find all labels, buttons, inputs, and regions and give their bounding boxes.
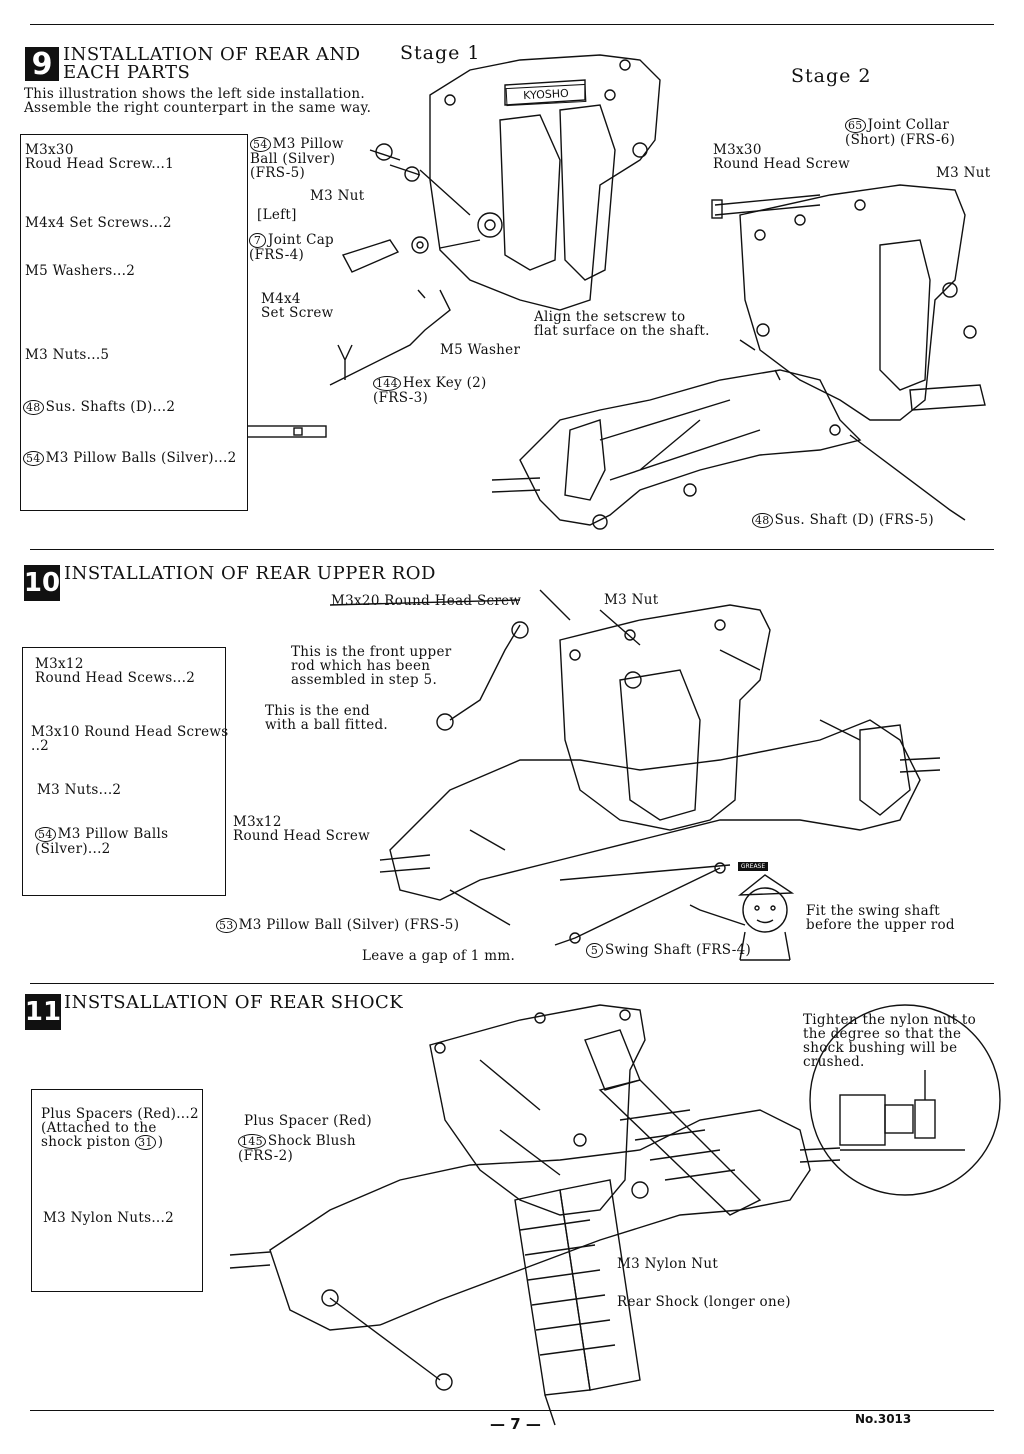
part-m3x30-screw: M3x30 Roud Head Screw...1 xyxy=(25,142,175,172)
stage2-assembly-drawing xyxy=(491,184,986,530)
part-number-badge: 53 xyxy=(216,918,237,933)
callout-rear-shock: Rear Shock (longer one) xyxy=(617,1294,791,1310)
upper-rod-assembly-drawing xyxy=(329,589,941,946)
callout-tighten-note: Tighten the nylon nut to the degree so t… xyxy=(803,1012,977,1070)
callout-joint-cap-label: Joint Cap (FRS-4) xyxy=(249,232,334,263)
callout-joint-collar-label: Joint Collar (Short) (FRS-6) xyxy=(845,117,956,148)
callout-nylon-nut: M3 Nylon Nut xyxy=(617,1256,719,1272)
section-10-number: 10 xyxy=(24,565,60,601)
callout-m3-nut: M3 Nut xyxy=(310,188,365,204)
callout-m5-washer: M5 Washer xyxy=(440,342,521,358)
callout-ball-end: This is the end with a ball fitted. xyxy=(265,703,389,733)
part-number-badge: 7 xyxy=(249,233,266,248)
stage1-bulkhead-drawing xyxy=(329,54,661,386)
callout-m3-nut-stage2: M3 Nut xyxy=(936,165,991,181)
section-11-number: 11 xyxy=(25,994,61,1030)
part-pillow-ball-label: M3 Pillow Balls (Silver)...2 xyxy=(45,450,237,466)
part-nylon-nuts: M3 Nylon Nuts...2 xyxy=(43,1210,174,1226)
top-rule xyxy=(30,24,994,25)
part-number-badge: 54 xyxy=(23,451,44,466)
callout-gap-note: Leave a gap of 1 mm. xyxy=(362,948,516,964)
section-11-title: INSTSALLATION OF REAR SHOCK xyxy=(64,992,404,1013)
callout-m3x20-screw: M3x20 Round Head Screw xyxy=(331,593,522,609)
page-number: — 7 — xyxy=(490,1415,541,1433)
part-plus-spacers: Plus Spacers (Red)...2 (Attached to the … xyxy=(41,1106,199,1150)
nylon-nut-detail-drawing xyxy=(809,1004,1001,1196)
callout-align-note: Align the setscrew to flat surface on th… xyxy=(534,309,710,339)
part-number-badge: 31 xyxy=(135,1135,156,1150)
grease-tag: GREASE xyxy=(738,862,768,871)
left-side-label: [Left] xyxy=(257,207,297,223)
callout-pillow-ball-label: M3 Pillow Ball (Silver) (FRS-5) xyxy=(250,136,344,181)
callout-fit-swing-shaft: Fit the swing shaft before the upper rod xyxy=(806,903,955,933)
stage-1-label: Stage 1 xyxy=(400,42,481,64)
callout-set-screw: M4x4 Set Screw xyxy=(261,291,334,321)
part-number-badge: 145 xyxy=(238,1134,266,1149)
part-pillow-balls-label: M3 Pillow Balls (Silver)...2 xyxy=(35,826,169,857)
callout-m3-nut: M3 Nut xyxy=(604,592,659,608)
section-divider xyxy=(30,983,994,984)
section-10-title: INSTALLATION OF REAR UPPER ROD xyxy=(64,563,436,584)
part-number-badge: 48 xyxy=(23,400,44,415)
part-number-badge: 54 xyxy=(35,827,56,842)
part-m3-nuts: M3 Nuts...2 xyxy=(37,782,122,798)
part-plus-spacers-label: Plus Spacers (Red)...2 (Attached to the … xyxy=(41,1106,199,1150)
part-number-badge: 144 xyxy=(373,376,401,391)
section-9-number: 9 xyxy=(25,47,59,82)
part-m3x12-screw: M3x12 Round Head Scews...2 xyxy=(35,656,196,686)
stage-2-label: Stage 2 xyxy=(791,65,872,87)
part-m5-washer: M5 Washers...2 xyxy=(25,263,136,279)
callout-front-upper-rod: This is the front upper rod which has be… xyxy=(291,644,452,688)
section-9-title: INSTALLATION OF REAR AND EACH PARTS xyxy=(63,44,361,83)
callout-hex-key-label: Hex Key (2) (FRS-3) xyxy=(373,375,487,406)
callout-plus-spacer: Plus Spacer (Red) xyxy=(244,1113,372,1129)
section-divider xyxy=(30,549,994,550)
part-number-badge: 48 xyxy=(752,513,773,528)
section-9-parts-box: M3x30 Roud Head Screw...1 M4x4 Set Screw… xyxy=(20,134,248,511)
section-9-intro: This illustration shows the left side in… xyxy=(24,86,372,116)
mascot-drawing xyxy=(689,874,795,961)
callout-swing-shaft-label: Swing Shaft (FRS-4) xyxy=(605,942,752,958)
part-m4x4-set-screw: M4x4 Set Screws...2 xyxy=(25,215,172,231)
bottom-rule xyxy=(30,1410,994,1411)
section-11-parts-box: Plus Spacers (Red)...2 (Attached to the … xyxy=(31,1089,203,1292)
part-sus-shaft-label: Sus. Shafts (D)...2 xyxy=(45,399,176,415)
section-10-parts-box: M3x12 Round Head Scews...2 M3x10 Round H… xyxy=(22,647,229,896)
callout-m3x30-screw: M3x30 Round Head Screw xyxy=(713,142,850,172)
part-m3-nut: M3 Nuts...5 xyxy=(25,347,110,363)
part-number-badge: 54 xyxy=(250,137,271,152)
callout-shock-blush-label: Shock Blush (FRS-2) xyxy=(238,1133,356,1164)
document-number: No.3013 xyxy=(855,1412,912,1426)
callout-m3x12-screw: M3x12 Round Head Screw xyxy=(233,814,370,844)
rear-shock-assembly-drawing xyxy=(229,1004,841,1426)
part-m3x10-screw: M3x10 Round Head Screws ..2 xyxy=(31,724,229,754)
part-number-badge: 65 xyxy=(845,118,866,133)
callout-pillow-ball-53-label: M3 Pillow Ball (Silver) (FRS-5) xyxy=(238,917,460,933)
part-number-badge: 5 xyxy=(586,943,603,958)
callout-sus-shaft-label: Sus. Shaft (D) (FRS-5) xyxy=(774,512,934,528)
